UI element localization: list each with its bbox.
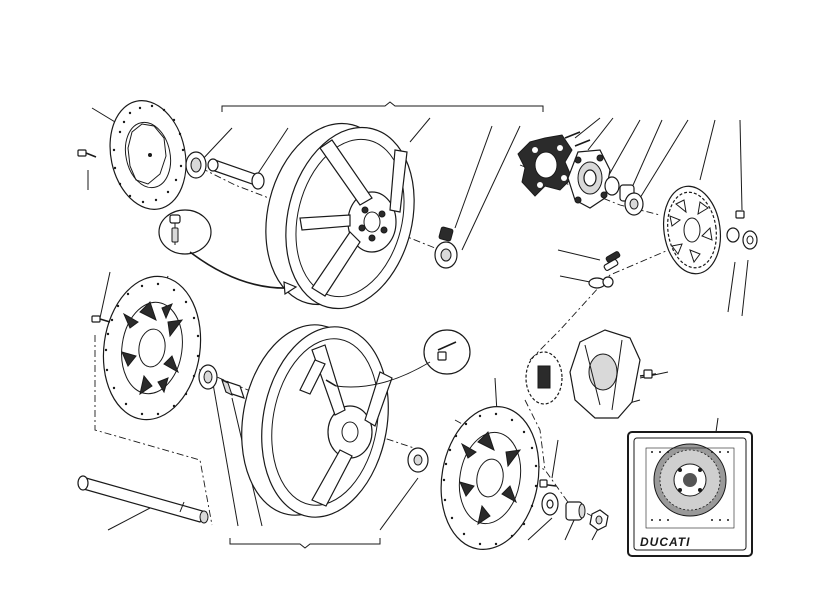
rear-wheel-bearing-left: [185, 151, 207, 179]
front-wheel-rim: [241, 324, 393, 518]
rear-disc-drill-holes: [112, 104, 185, 204]
front-valve-stem-detail: [325, 329, 471, 388]
rear-spacer-tube: [207, 158, 265, 190]
rear-disc-bolt: [77, 149, 97, 158]
front-left-disc-drill-holes: [104, 282, 200, 416]
front-brake-disc-left: [102, 275, 202, 421]
ducati-logo-text: DUCATI: [640, 535, 690, 549]
cover-bolt: [639, 369, 657, 379]
front-brake-disc-right: [440, 406, 540, 550]
front-sprocket-cover: [569, 329, 641, 419]
front-wheel-group-bracket: [229, 538, 381, 549]
rear-brake-disc: [109, 100, 187, 210]
sprocket-nut-and-washer: [726, 210, 758, 250]
front-wheel-bearing-right: [407, 447, 429, 473]
front-disc-bolt: [91, 315, 111, 323]
inset-detail-box: DUCATI: [627, 431, 753, 557]
carrier-studs: [564, 131, 591, 147]
sprocket-carrier-hub: [567, 149, 611, 209]
rear-wheel-rim: [265, 122, 415, 310]
front-sprocket: [525, 351, 563, 405]
front-axle-end-parts: [539, 479, 609, 531]
rear-wheel-bearing-right: [434, 226, 458, 269]
carrier-bearings: [604, 176, 644, 216]
rear-sprocket: [663, 185, 721, 275]
front-wheel-axle: [77, 475, 209, 524]
rear-valve-stem-detail: [158, 209, 298, 296]
inset-sprocket-graphic: [645, 443, 735, 529]
front-spacer: [221, 379, 245, 399]
sprocket-flange-ring: [517, 134, 573, 197]
front-right-disc-drill-holes: [442, 412, 538, 546]
front-wheel-bearing-left: [198, 364, 218, 390]
rear-wheel-group-bracket: [221, 101, 544, 112]
callout-leader-lines: [87, 107, 749, 541]
chain-link-pieces: [588, 251, 621, 289]
